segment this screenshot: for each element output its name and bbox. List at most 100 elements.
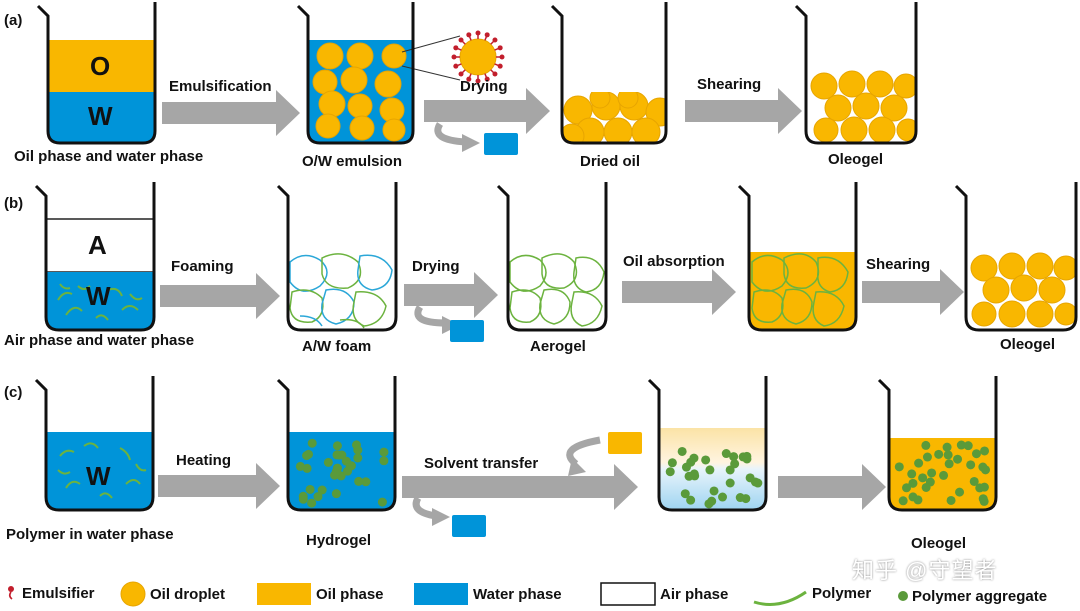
emulsifier-head	[451, 54, 457, 60]
caption-oleogel-c: Oleogel	[911, 535, 967, 552]
polymer-aggregate-dot	[927, 468, 937, 478]
polymer-aggregate-dot	[323, 457, 333, 467]
air-phase-icon	[600, 582, 656, 606]
step-foaming: Foaming	[171, 258, 234, 275]
beaker-outlines	[34, 2, 1078, 512]
polymer-aggregate-dot	[969, 476, 979, 486]
polymer-aggregate-icon	[898, 591, 908, 601]
arrow-drying-a	[424, 88, 550, 134]
polymer-aggregate-dot	[980, 446, 990, 456]
legend-oil-droplet: Oil droplet	[150, 586, 225, 603]
polymer-aggregate-dot	[745, 473, 755, 483]
panel-c-oleogel	[889, 438, 996, 510]
polymer-aggregate-dot	[942, 442, 952, 452]
polymer-aggregate-dot	[718, 492, 728, 502]
polymer-aggregate-dot	[704, 499, 714, 509]
polymer-aggregate-dot	[680, 489, 690, 499]
polymer-aggregate-dot	[665, 467, 675, 477]
polymer-aggregate-dot	[944, 459, 954, 469]
step-heating: Heating	[176, 452, 232, 469]
arrow-drying-b	[404, 272, 498, 318]
polymer-aggregate-dot	[689, 453, 699, 463]
polymer-aggregate-dot	[677, 446, 687, 456]
polymer-aggregate-dot	[898, 496, 908, 506]
polymer-aggregate-dot	[721, 449, 731, 459]
panel-b-oil-absorbed	[749, 252, 856, 330]
phase-letter-w: W	[88, 101, 113, 131]
arrow-solvent-transfer	[402, 464, 638, 510]
polymer-icon	[753, 590, 807, 606]
polymer-aggregate-dot	[956, 440, 966, 450]
caption-oleogel-b: Oleogel	[1000, 336, 1056, 353]
polymer-aggregate-dot	[742, 454, 752, 464]
caption-polymer-water: Polymer in water phase	[6, 526, 174, 543]
caption-hydrogel: Hydrogel	[306, 532, 372, 549]
polymer-aggregate-dot	[963, 441, 973, 451]
polymer-aggregate-dot	[971, 449, 981, 459]
polymer-aggregate-dot	[939, 470, 949, 480]
emulsifier-head	[475, 78, 481, 84]
phase-letter-w-b: W	[86, 281, 111, 311]
emulsifier-head	[475, 30, 481, 36]
phase-letter-w-c: W	[86, 461, 111, 491]
polymer-aggregate-dot	[667, 458, 677, 468]
polymer-aggregate-dot	[686, 495, 696, 505]
polymer-aggregate-dot	[353, 453, 363, 463]
polymer-aggregate-dot	[379, 447, 389, 457]
watermark: 知乎 @守望者	[852, 558, 998, 583]
polymer-aggregate-dot	[331, 489, 341, 499]
polymer-aggregate-dot	[298, 494, 308, 504]
caption-aw-foam: A/W foam	[302, 338, 372, 355]
legend-air-phase: Air phase	[660, 586, 729, 603]
panel-tag-b: (b)	[4, 195, 24, 212]
polymer-aggregate-dot	[914, 458, 924, 468]
step-emulsification: Emulsification	[169, 78, 272, 95]
step-drying-a: Drying	[460, 78, 508, 95]
polymer-aggregate-dot	[725, 478, 735, 488]
step-oil-absorption: Oil absorption	[623, 253, 725, 270]
emulsifier-head	[497, 45, 503, 51]
polymer-aggregate-dot	[902, 483, 912, 493]
polymer-aggregate-dot	[305, 484, 315, 494]
emulsifier-droplet-zoom	[401, 30, 505, 84]
arrow-oil-absorption	[622, 269, 736, 315]
polymer-aggregate-dot	[346, 461, 356, 471]
polymer-aggregate-dot	[922, 452, 932, 462]
emulsifier-head	[458, 37, 464, 43]
polymer-aggregate-dot	[735, 493, 745, 503]
polymer-aggregate-dot	[730, 459, 740, 469]
polymer-aggregate-dot	[907, 469, 917, 479]
polymer-aggregate-dot	[921, 482, 931, 492]
arrow-final	[778, 464, 886, 510]
polymer-aggregate-dot	[313, 492, 323, 502]
panel-b-foam	[289, 253, 393, 329]
emulsifier-head	[497, 63, 503, 69]
panel-a-beaker-2	[308, 40, 413, 143]
emulsifier-head	[492, 71, 498, 77]
polymer-aggregate-dot	[353, 445, 363, 455]
polymer-aggregate-dot	[317, 485, 327, 495]
polymer-aggregate-dot	[918, 473, 928, 483]
oil-phase-icon	[257, 583, 311, 605]
polymer-aggregate-dot	[934, 449, 944, 459]
polymer-aggregate-dot	[681, 462, 691, 472]
caption-oil-water-phase: Oil phase and water phase	[14, 148, 204, 165]
polymer-aggregate-dot	[966, 460, 976, 470]
polymer-aggregate-dot	[705, 465, 715, 475]
polymer-aggregate-dot	[946, 495, 956, 505]
phase-letter-o: O	[90, 51, 111, 81]
polymer-aggregate-dot	[354, 476, 364, 486]
panel-b-aerogel	[509, 253, 605, 327]
polymer-aggregate-dot	[332, 463, 342, 473]
polymer-aggregate-dot	[377, 497, 387, 507]
caption-aerogel: Aerogel	[530, 338, 586, 355]
panel-b-beaker-1	[46, 218, 154, 330]
step-solvent-transfer: Solvent transfer	[424, 455, 539, 472]
step-shearing-b: Shearing	[866, 256, 931, 273]
panel-a-beaker-1	[48, 40, 155, 143]
emulsifier-head	[453, 45, 459, 51]
arrow-emulsification	[162, 90, 300, 136]
arrow-foaming	[160, 273, 280, 319]
panel-tag-a: (a)	[4, 12, 23, 29]
